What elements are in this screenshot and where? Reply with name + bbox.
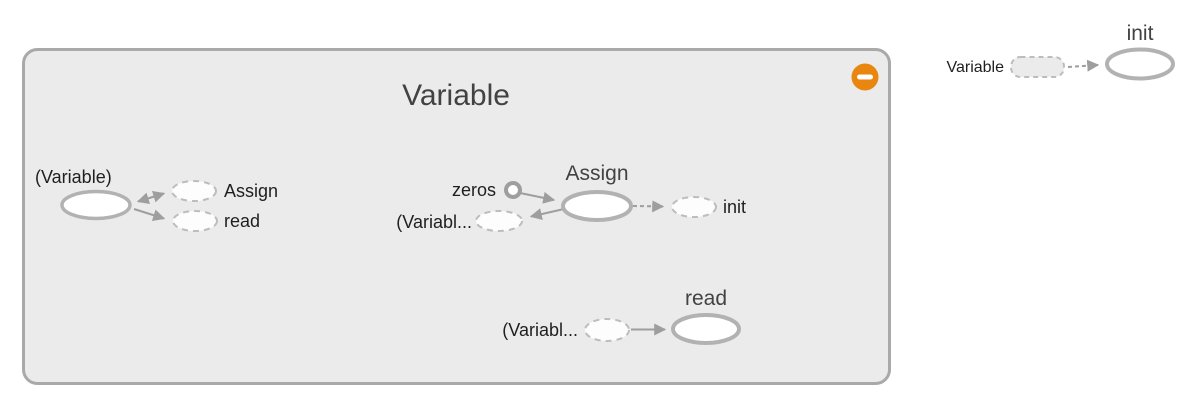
group-title: Variable	[402, 79, 510, 112]
edge-assign-init-proxy	[632, 200, 665, 213]
read-proxy-node[interactable]	[172, 210, 218, 232]
zeros-label: zeros	[452, 180, 496, 200]
init-proxy-node[interactable]	[671, 196, 717, 218]
init-proxy-label: init	[723, 197, 746, 217]
variable-op-node[interactable]	[60, 189, 132, 221]
zeros-const-node[interactable]	[504, 181, 522, 199]
edge-variable-read	[133, 208, 166, 221]
external-variable-proxy-node[interactable]	[1010, 56, 1065, 78]
assign-proxy-node[interactable]	[171, 180, 217, 202]
variable-node-label: (Variable)	[35, 167, 112, 187]
edge-assign-variable-proxy	[529, 208, 565, 220]
read-node-title: read	[685, 287, 727, 310]
variable-proxy-node-assign[interactable]	[475, 210, 523, 232]
collapse-button[interactable]	[851, 63, 879, 91]
assign-proxy-label: Assign	[224, 181, 278, 201]
edge-variable-assign	[136, 190, 166, 205]
minus-icon	[857, 74, 873, 80]
edge-variable-proxy-init	[1067, 59, 1100, 72]
external-init-op-node[interactable]	[1105, 47, 1175, 81]
external-init-title: init	[1127, 22, 1154, 45]
edge-zeros-assign	[519, 191, 556, 204]
assign-op-node[interactable]	[561, 190, 633, 222]
variable-proxy-node-read[interactable]	[584, 318, 630, 342]
assign-input-proxy-label: (Variabl...	[396, 212, 472, 232]
assign-node-title: Assign	[565, 162, 628, 185]
external-variable-proxy-label: Variable	[946, 59, 1004, 76]
read-proxy-label: read	[224, 211, 260, 231]
variable-namespace-group[interactable]	[22, 48, 891, 385]
read-input-proxy-label: (Variabl...	[502, 320, 578, 340]
read-op-node[interactable]	[671, 313, 741, 345]
